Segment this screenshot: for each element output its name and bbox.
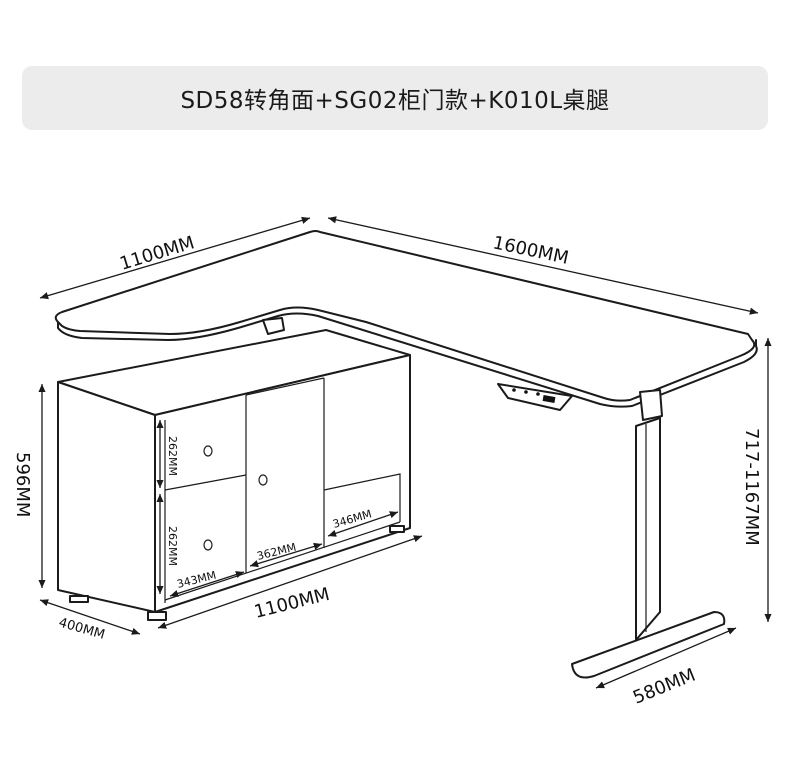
title-bar: SD58转角面+SG02柜门款+K010L桌腿 [22,66,768,130]
dim-foot-width: 580MM [630,665,699,709]
desk-leg [497,383,726,679]
dimension-lines [38,216,772,689]
dim-drawer-upper: 262MM [166,436,179,476]
dim-cabinet-width: 1100MM [252,584,332,623]
product-title: SD58转角面+SG02柜门款+K010L桌腿 [180,88,610,114]
dim-drawer-lower: 262MM [166,526,179,566]
dim-top-short: 1100MM [117,232,197,275]
dim-height-range: 717-1167MM [741,428,762,546]
dim-cabinet-height: 596MM [12,452,33,517]
